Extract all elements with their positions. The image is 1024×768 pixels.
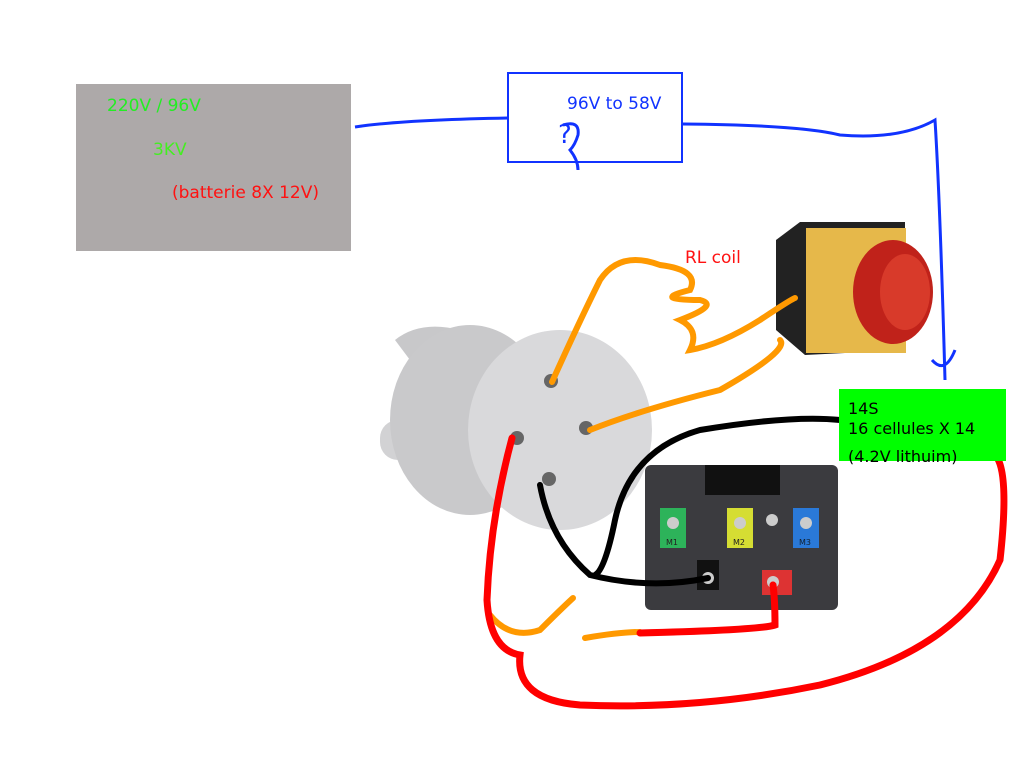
socket-plug: [380, 325, 652, 530]
battery-power-label: 3KV: [153, 140, 187, 160]
lithium-pack-box: 14S 16 cellules X 14 (4.2V lithuim): [839, 389, 1006, 466]
converter-question-mark: ?: [558, 120, 572, 150]
terminal-m2: M2: [733, 538, 745, 547]
terminal-m1: M1: [666, 538, 678, 547]
battery-voltage-label: 220V / 96V: [107, 96, 201, 116]
converter-box: 96V to 58V: [507, 72, 683, 163]
terminal-m3: M3: [799, 538, 811, 547]
emergency-stop-button: [776, 222, 933, 355]
converter-label: 96V to 58V: [567, 94, 662, 114]
orange-wire: [487, 257, 798, 641]
relay-coil-label: RL coil: [685, 248, 741, 268]
lithium-series-label: 14S: [848, 399, 879, 418]
blue-wire: [354, 116, 957, 381]
battery-composition-label: (batterie 8X 12V): [172, 183, 319, 203]
lithium-voltage-label: (4.2V lithuim): [848, 447, 958, 466]
black-wire: [537, 415, 843, 587]
motor-controller: M1 M2 M3: [645, 465, 838, 610]
lithium-cells-label: 16 cellules X 14: [848, 419, 976, 438]
battery-pack-box: 220V / 96V 3KV (batterie 8X 12V): [76, 84, 351, 251]
red-wire: [483, 434, 1008, 710]
